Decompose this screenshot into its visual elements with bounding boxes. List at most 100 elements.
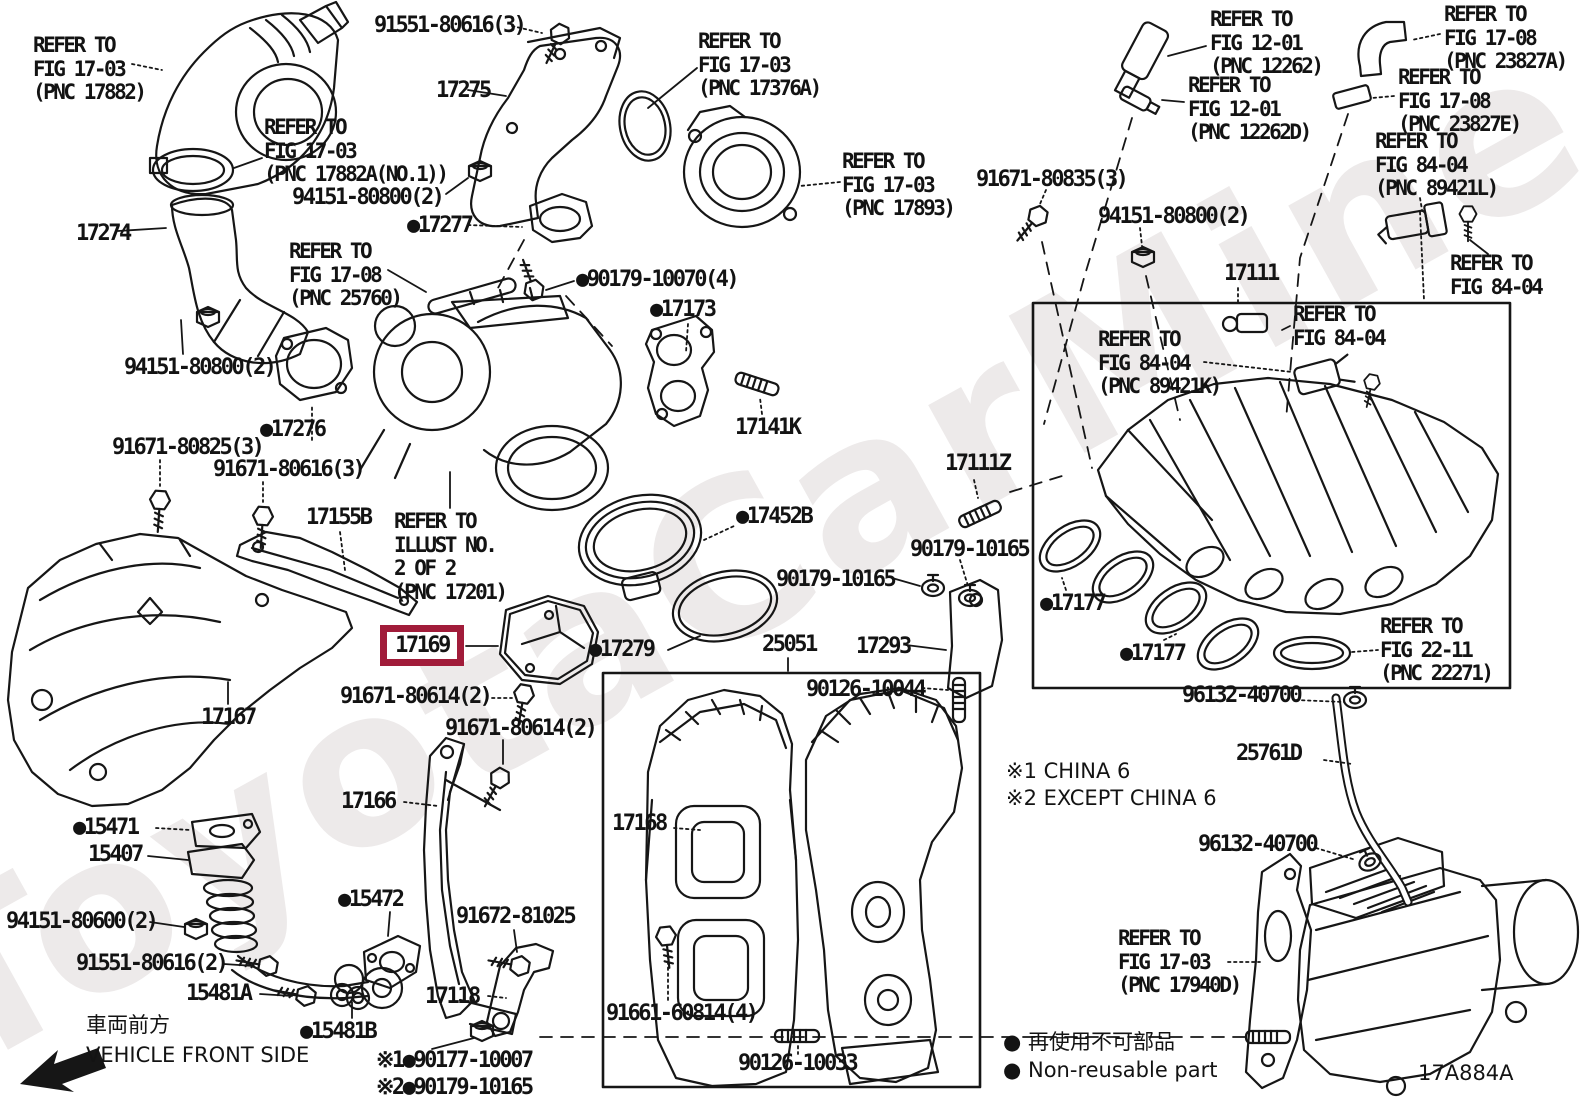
dotted-leader-lines: [131, 25, 1441, 1055]
part-label-17155b[interactable]: 17155B: [306, 505, 373, 530]
part-label-17275[interactable]: 17275: [436, 78, 492, 103]
part-label-17177-b[interactable]: ●17177: [1120, 641, 1187, 666]
figure-code: 17A884A: [1418, 1061, 1514, 1085]
ref-label-fig17-08-23827a: REFER TO FIG 17-08 (PNC 23827A): [1444, 2, 1568, 74]
part-label-96132-40700-a[interactable]: 96132-40700: [1182, 683, 1303, 708]
part-label-90177-10007[interactable]: ※1●90177-10007: [376, 1048, 534, 1073]
part-label-25051[interactable]: 25051: [762, 632, 818, 657]
bolt-91671-80835-shape: [1008, 201, 1053, 249]
highlighted-part-17169[interactable]: 17169: [380, 625, 464, 666]
part-label-94151-80800-left[interactable]: 94151-80800(2): [124, 355, 277, 380]
gasket-15472-shape: [362, 934, 422, 990]
part-label-90126-10033[interactable]: 90126-10033: [738, 1051, 859, 1076]
part-label-90179-10165-b[interactable]: ※2●90179-10165: [376, 1075, 534, 1099]
highlighted-part-number: 17169: [395, 633, 451, 658]
part-label-17276[interactable]: ●17276: [260, 417, 327, 442]
hose-25761d-shape: [1331, 693, 1413, 907]
bolt-90179-10070-shape: [512, 255, 548, 303]
clip-90179-10165-a-shape: [920, 573, 946, 598]
part-label-17452b[interactable]: ●17452B: [736, 504, 814, 529]
ref-label-fig17-03-17893: REFER TO FIG 17-03 (PNC 17893): [842, 149, 956, 221]
part-label-17111[interactable]: 17111: [1224, 261, 1280, 286]
part-label-17141k[interactable]: 17141K: [735, 415, 802, 440]
gaskets-17177-shape: [1038, 519, 1260, 671]
part-label-15471[interactable]: ●15471: [73, 815, 140, 840]
part-label-94151-80600-2[interactable]: 94151-80600(2): [6, 909, 159, 934]
exhaust-manifold-box: [601, 671, 982, 1089]
part-label-17111z[interactable]: 17111Z: [945, 451, 1012, 476]
hose-25760-shape: [427, 277, 517, 315]
part-label-15481a[interactable]: 15481A: [186, 981, 253, 1006]
part-label-91672-81025[interactable]: 91672-81025: [456, 904, 577, 929]
screw-89421k-shape: [1357, 372, 1383, 410]
part-label-17279[interactable]: ●17279: [589, 637, 656, 662]
gasket-22271-shape: [1272, 635, 1352, 671]
stud-17111z-shape: [956, 498, 1004, 530]
part-label-90179-10165-r2[interactable]: 90179-10165: [776, 567, 897, 592]
gasket-17173-shape: [644, 314, 716, 428]
solid-leader-lines: [117, 45, 1489, 1050]
part-label-90179-10070-4[interactable]: ●90179-10070(4): [576, 267, 740, 292]
ref-label-fig17-03-17376a: REFER TO FIG 17-03 (PNC 17376A): [698, 29, 822, 101]
gasket-17276-shape: [274, 326, 354, 402]
part-label-17293[interactable]: 17293: [856, 634, 912, 659]
part-label-91671-80614-b[interactable]: 91671-80614(2): [445, 716, 598, 741]
part-label-17173[interactable]: ●17173: [650, 297, 717, 322]
ref-label-fig17-03-17882: REFER TO FIG 17-03 (PNC 17882): [33, 33, 147, 105]
part-label-15472[interactable]: ●15472: [338, 887, 405, 912]
ref-label-fig17-03-17940d: REFER TO FIG 17-03 (PNC 17940D): [1118, 926, 1242, 998]
stud-dash-end-shape: [1244, 1029, 1292, 1045]
part-label-94151-80800-top[interactable]: 94151-80800(2): [292, 185, 445, 210]
part-label-91671-80825-3[interactable]: 91671-80825(3): [112, 435, 265, 460]
part-label-90179-10165-r1[interactable]: 90179-10165: [910, 537, 1031, 562]
intake-manifold-box: [1031, 301, 1512, 690]
part-label-94151-80800-right[interactable]: 94151-80800(2): [1098, 204, 1251, 229]
part-label-25761d[interactable]: 25761D: [1236, 741, 1303, 766]
part-label-17166[interactable]: 17166: [341, 789, 397, 814]
vehicle-front-arrow: [20, 1048, 106, 1092]
stud-90126-10044-shape: [951, 676, 967, 724]
orientation-label-en: VEHICLE FRONT SIDE: [86, 1043, 310, 1067]
ref-label-fig12-01-12262: REFER TO FIG 12-01 (PNC 12262): [1210, 7, 1324, 79]
ref-label-fig17-03-17882a: REFER TO FIG 17-03 (PNC 17882A(NO.1)): [264, 115, 449, 187]
part-label-91551-80616-2[interactable]: 91551-80616(2): [76, 951, 229, 976]
bracket-17118-shape: [485, 942, 555, 1038]
tube-23827e-shape: [1332, 84, 1372, 110]
sensor-89421l-shape: [1377, 201, 1448, 245]
part-label-91671-80616-3[interactable]: 91671-80616(3): [213, 457, 366, 482]
ref-label-fig84-04-89421k: REFER TO FIG 84-04 (PNC 89421K): [1098, 327, 1222, 399]
converter-17168-shape: [644, 688, 800, 1088]
part-label-15407[interactable]: 15407: [88, 842, 144, 867]
part-label-17177-a[interactable]: ●17177: [1040, 591, 1107, 616]
note-except-china6: ※2 EXCEPT CHINA 6: [1006, 786, 1217, 810]
part-label-15481b[interactable]: ●15481B: [300, 1019, 378, 1044]
part-label-17277[interactable]: ●17277: [407, 213, 474, 238]
nut-94151-80800-right-shape: [1130, 245, 1156, 269]
part-label-96132-40700-b[interactable]: 96132-40700: [1198, 832, 1319, 857]
bolt-91551-80616-shape: [536, 20, 574, 69]
egr-cooler-shape: [1244, 836, 1580, 1097]
part-label-17168[interactable]: 17168: [612, 811, 668, 836]
part-label-91671-80835-3[interactable]: 91671-80835(3): [976, 167, 1129, 192]
part-label-17167[interactable]: 17167: [201, 705, 257, 730]
ref-label-fig17-08-25760: REFER TO FIG 17-08 (PNC 25760): [289, 239, 403, 311]
bolt-91671-80614-b-shape: [475, 764, 515, 813]
sensor-8404-in-shape: [1221, 312, 1269, 334]
stud-90126-10033-shape: [773, 1028, 821, 1044]
part-label-91551-80616-3[interactable]: 91551-80616(3): [374, 13, 527, 38]
ref-label-fig12-01-12262d: REFER TO FIG 12-01 (PNC 12262D): [1188, 73, 1312, 145]
part-label-91671-80614-a[interactable]: 91671-80614(2): [340, 684, 493, 709]
plug-12262d-shape: [1119, 85, 1161, 115]
ref-label-fig17-08-23827e: REFER TO FIG 17-08 (PNC 23827E): [1398, 65, 1522, 137]
bracket-17155b-shape: [235, 530, 419, 617]
part-label-17274[interactable]: 17274: [76, 221, 132, 246]
ref-label-fig84-04-inner: REFER TO FIG 84-04: [1293, 302, 1387, 350]
vband-17452b-shape: [577, 493, 703, 602]
part-label-17118[interactable]: 17118: [425, 984, 481, 1009]
part-label-90126-10044[interactable]: 90126-10044: [806, 677, 927, 702]
gasket-15471-shape: [190, 812, 262, 850]
air-hose-17882-shape: [155, 0, 350, 196]
manifold-25051-shape: [804, 686, 964, 1086]
part-label-91661-60814-4[interactable]: 91661-60814(4): [606, 1001, 759, 1026]
